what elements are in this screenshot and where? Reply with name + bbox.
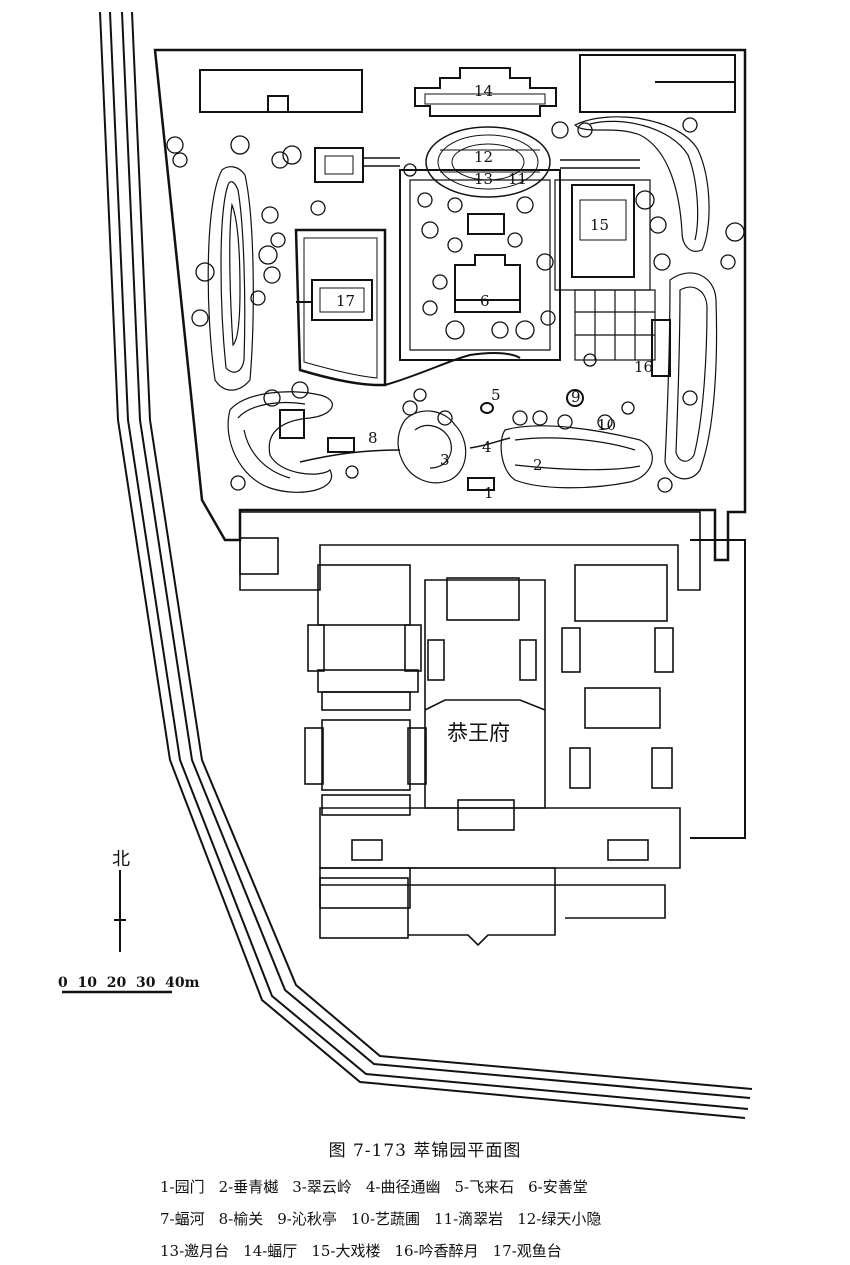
legend-item: 15-大戏楼 [311,1242,381,1260]
garden-gate [467,477,495,491]
legend-item: 17-观鱼台 [492,1242,562,1260]
marker-1: 1 [484,484,494,502]
qinqiu-pavilion [566,389,584,407]
north-east-hill [573,116,710,252]
north-arrow [114,870,126,952]
marker-15: 15 [590,216,609,234]
central-corridor [399,169,561,361]
marker-11: 11 [508,170,527,188]
north-east-building [579,54,736,113]
legend-item: 3-翠云岭 [292,1178,352,1196]
marker-4: 4 [482,438,492,456]
marker-6: 6 [480,292,490,310]
legend-item: 1-园门 [160,1178,205,1196]
marker-5: 5 [491,386,501,404]
scale-label: 0 10 20 30 40m [58,975,200,991]
legend-item: 13-邀月台 [160,1242,230,1260]
marker-2: 2 [533,456,543,474]
figure-caption: 图 7-173 萃锦园平面图 1-园门 2-垂青樾 3-翠云岭 4-曲径通幽 5-飞来石… [0,1136,850,1260]
east-hill [664,272,718,480]
palace-label: 恭王府 [447,721,510,745]
vegetable-garden-rockery [500,425,653,489]
trees [166,117,745,493]
pavilion-sw [279,409,305,439]
legend-item: 10-艺蔬圃 [350,1210,421,1228]
marker-14: 14 [474,82,493,100]
north-west-hall [199,69,363,113]
north-label: 北 [112,849,130,870]
legend-item: 4-曲径通幽 [365,1178,441,1196]
legend-line-3: 13-邀月台 14-蝠厅 15-大戏楼 16-吟香醉月 17-观鱼台 [160,1240,576,1261]
south-west-hill [227,391,333,493]
west-hill [207,166,254,391]
palace-east-annex [690,539,746,839]
legend-line-2: 7-蝠河 8-榆关 9-沁秋亭 10-艺蔬圃 11-滴翠岩 12-绿天小隐 [160,1208,615,1229]
west-pavilion [314,147,364,183]
elm-pass-building [327,437,355,453]
legend-line-1: 1-园门 2-垂青樾 3-翠云岭 4-曲径通幽 5-飞来石 6-安善堂 [160,1176,602,1197]
bat-hall [414,67,557,117]
legend-item: 9-沁秋亭 [277,1210,337,1228]
garden-plan: 1 2 3 4 5 6 8 9 10 11 12 13 14 15 16 17 … [58,11,753,1119]
fish-pond [294,228,387,387]
plan-markers: 1 2 3 4 5 6 8 9 10 11 12 13 14 15 16 17 … [58,82,653,991]
marker-16: 16 [634,358,653,376]
canal [99,11,753,1119]
legend-item: 14-蝠厅 [243,1242,298,1260]
marker-12: 12 [474,148,493,166]
legend-item: 5-飞来石 [454,1178,515,1196]
flying-rock [480,402,494,414]
prince-gong-mansion [239,511,701,947]
legend-item: 8-榆关 [218,1210,264,1228]
emerald-cloud-ridge [397,410,467,484]
green-sky-rockery [425,126,551,198]
legend-item: 6-安善堂 [528,1178,588,1196]
bat-river [299,437,511,463]
legend-item: 7-蝠河 [160,1210,205,1228]
marker-17: 17 [336,292,355,310]
fragrance-courtyard [574,289,656,361]
marker-13: 13 [474,170,493,188]
marker-9: 9 [571,388,581,406]
legend-item: 16-吟香醉月 [394,1242,479,1260]
marker-10: 10 [597,416,616,434]
figure-title: 图 7-173 萃锦园平面图 [328,1141,522,1161]
marker-3: 3 [440,451,450,469]
garden-wall [153,48,747,562]
marker-8: 8 [368,429,378,447]
north-west-stair [267,95,289,113]
fish-viewing-terrace [311,279,373,321]
legend-item: 2-垂青樾 [218,1178,279,1196]
legend-item: 11-滴翠岩 [434,1210,504,1228]
grand-opera-house [571,184,635,278]
legend-item: 12-绿天小隐 [517,1210,602,1228]
